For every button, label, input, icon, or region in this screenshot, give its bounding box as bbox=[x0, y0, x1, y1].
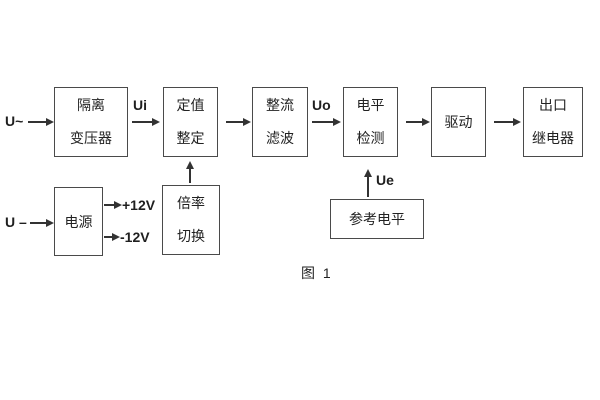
figure-caption: 图 1 bbox=[301, 265, 333, 281]
block-label: 电源 bbox=[64, 213, 93, 230]
block-ratio-switch: 倍率 切换 bbox=[162, 185, 220, 255]
block-label: 隔离 bbox=[77, 97, 105, 113]
arrow-dc-input bbox=[30, 222, 46, 224]
block-label: 整定 bbox=[176, 130, 205, 146]
block-label: 变压器 bbox=[70, 130, 112, 146]
rail-pos-label: +12V bbox=[122, 197, 156, 213]
block-driver: 驱动 bbox=[431, 87, 486, 157]
block-label: 滤波 bbox=[266, 130, 294, 146]
ac-input-label: U~ bbox=[5, 113, 24, 129]
block-setting-adjust: 定值 整定 bbox=[163, 87, 218, 157]
block-output-relay: 出口 继电器 bbox=[523, 87, 583, 157]
block-label: 切换 bbox=[177, 228, 205, 244]
arrow-ratio-to-setting bbox=[189, 169, 191, 183]
block-label: 驱动 bbox=[444, 114, 473, 130]
signal-ue-label: Ue bbox=[376, 172, 394, 188]
block-reference-level: 参考电平 bbox=[330, 199, 424, 239]
dc-input-label: U – bbox=[5, 214, 27, 230]
arrow-rail-neg bbox=[104, 236, 112, 238]
signal-uo-label: Uo bbox=[312, 97, 331, 113]
arrow-ac-input bbox=[28, 121, 46, 123]
block-label: 检测 bbox=[356, 130, 385, 146]
arrow-to-relay bbox=[494, 121, 513, 123]
block-isolation-transformer: 隔离 变压器 bbox=[54, 87, 128, 157]
block-label: 整流 bbox=[266, 97, 294, 113]
block-label: 参考电平 bbox=[349, 211, 405, 227]
block-level-detector: 电平 检测 bbox=[343, 87, 398, 157]
arrow-to-driver bbox=[406, 121, 422, 123]
arrow-ui bbox=[132, 121, 152, 123]
block-label: 电平 bbox=[356, 97, 385, 113]
signal-ui-label: Ui bbox=[133, 97, 147, 113]
rail-neg-label: -12V bbox=[120, 229, 150, 245]
block-rectifier-filter: 整流 滤波 bbox=[252, 87, 308, 157]
arrow-uo bbox=[312, 121, 333, 123]
block-label: 定值 bbox=[176, 97, 205, 113]
block-label: 出口 bbox=[539, 97, 567, 113]
block-label: 倍率 bbox=[177, 195, 205, 211]
block-power-supply: 电源 bbox=[54, 187, 103, 256]
block-label: 继电器 bbox=[532, 130, 574, 146]
arrow-rail-pos bbox=[104, 204, 114, 206]
arrow-to-rectifier bbox=[226, 121, 243, 123]
arrow-ue-to-detector bbox=[367, 177, 369, 197]
